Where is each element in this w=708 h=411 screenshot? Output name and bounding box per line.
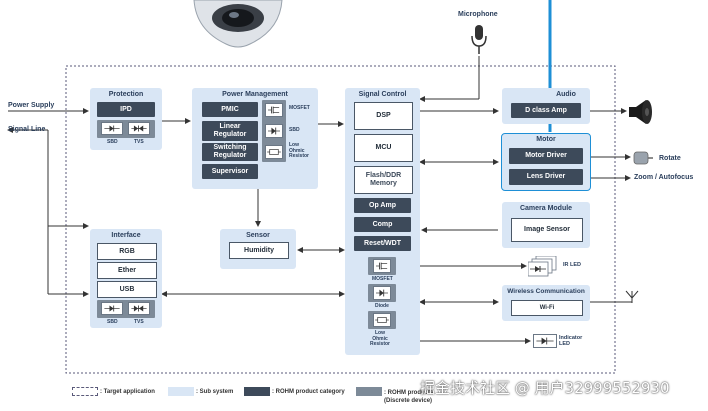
wireless-title: Wireless Communication [507, 288, 585, 295]
resistor-icon [265, 145, 283, 159]
legend-category-swatch [244, 387, 270, 396]
audio-title: Audio [556, 91, 576, 98]
zoom-autofocus-label: Zoom / Autofocus [634, 174, 694, 181]
tvs-diode-icon [128, 302, 150, 315]
legend-target-swatch [72, 387, 98, 396]
diode-icon [373, 286, 391, 300]
interface-sbd-label: SBD [107, 319, 118, 325]
ether-block: Ether [97, 262, 157, 279]
tvs-diode-icon [128, 122, 150, 135]
ir-led-icon [528, 256, 557, 277]
linear-regulator-block: Linear Regulator [202, 121, 258, 141]
indicator-led-label: Indicator LED [559, 335, 583, 347]
resistor-icon [373, 313, 391, 327]
signal-control-title: Signal Control [358, 91, 407, 98]
camera-module-title: Camera Module [519, 205, 573, 212]
protection-block: Protection [90, 88, 162, 150]
legend-products-swatch [356, 387, 382, 396]
rgb-block: RGB [97, 243, 157, 260]
motor-title: Motor [536, 136, 556, 143]
speaker-icon [629, 100, 652, 124]
sc-diode-label: Diode [375, 303, 389, 309]
interface-title: Interface [111, 232, 141, 239]
sbd-diode-icon [101, 302, 123, 315]
legend-sub-swatch [168, 387, 194, 396]
comp-block: Comp [354, 217, 411, 232]
motor-driver-block: Motor Driver [509, 148, 583, 164]
pmic-block: PMIC [202, 102, 258, 117]
microphone-label: Microphone [458, 11, 498, 18]
protection-sbd-label: SBD [107, 139, 118, 145]
op-amp-block: Op Amp [354, 198, 411, 213]
power-management-title: Power Management [222, 91, 288, 98]
antenna-icon [625, 290, 639, 303]
sc-mosfet-label: MOSFET [372, 276, 393, 282]
indicator-led-icon [533, 334, 557, 348]
protection-tvs-label: TVS [134, 139, 144, 145]
pm-sbd-label: SBD [289, 127, 300, 133]
sbd-diode-icon [101, 122, 123, 135]
pm-low-ohmic-label: Low Ohmic Resistor [289, 142, 310, 159]
usb-block: USB [97, 281, 157, 298]
wifi-block: Wi-Fi [511, 300, 583, 316]
legend-category-text: : ROHM product category [272, 389, 345, 395]
watermark-text: 掘金技术社区 @ 用户32999552930 [420, 379, 670, 397]
humidity-block: Humidity [229, 242, 289, 259]
sbd-diode-icon [265, 124, 283, 138]
legend-sub-text: : Sub system [196, 389, 234, 395]
memory-block: Flash/DDR Memory [354, 166, 413, 194]
legend-products-text: : ROHM products (Discrete device) [384, 390, 434, 404]
rotate-label: Rotate [659, 155, 681, 162]
mosfet-icon [265, 103, 283, 117]
motor-icon [633, 151, 653, 165]
d-class-amp-block: D class Amp [511, 103, 581, 118]
image-sensor-block: Image Sensor [511, 218, 583, 242]
ir-led-label: IR LED [563, 262, 582, 268]
sensor-title: Sensor [246, 232, 270, 239]
pm-mosfet-label: MOSFET [289, 105, 310, 111]
mosfet-icon [373, 259, 391, 273]
reset-wdt-block: Reset/WDT [354, 236, 411, 251]
lens-driver-block: Lens Driver [509, 169, 583, 185]
protection-title: Protection [108, 91, 144, 98]
signal-line-label: Signal Line [8, 126, 46, 133]
interface-tvs-label: TVS [134, 319, 144, 325]
mcu-block: MCU [354, 134, 413, 162]
microphone-icon [471, 25, 487, 54]
dsp-block: DSP [354, 102, 413, 130]
camera-dome-icon [193, 0, 283, 48]
sc-low-ohmic-label: Low Ohmic Resistor [370, 330, 391, 347]
legend-target-text: : Target application [100, 389, 155, 395]
supervisor-block: Supervisor [202, 164, 258, 179]
switching-regulator-block: Switching Regulator [202, 143, 258, 161]
power-supply-label: Power Supply [8, 102, 55, 109]
ipd-block: IPD [97, 102, 155, 117]
